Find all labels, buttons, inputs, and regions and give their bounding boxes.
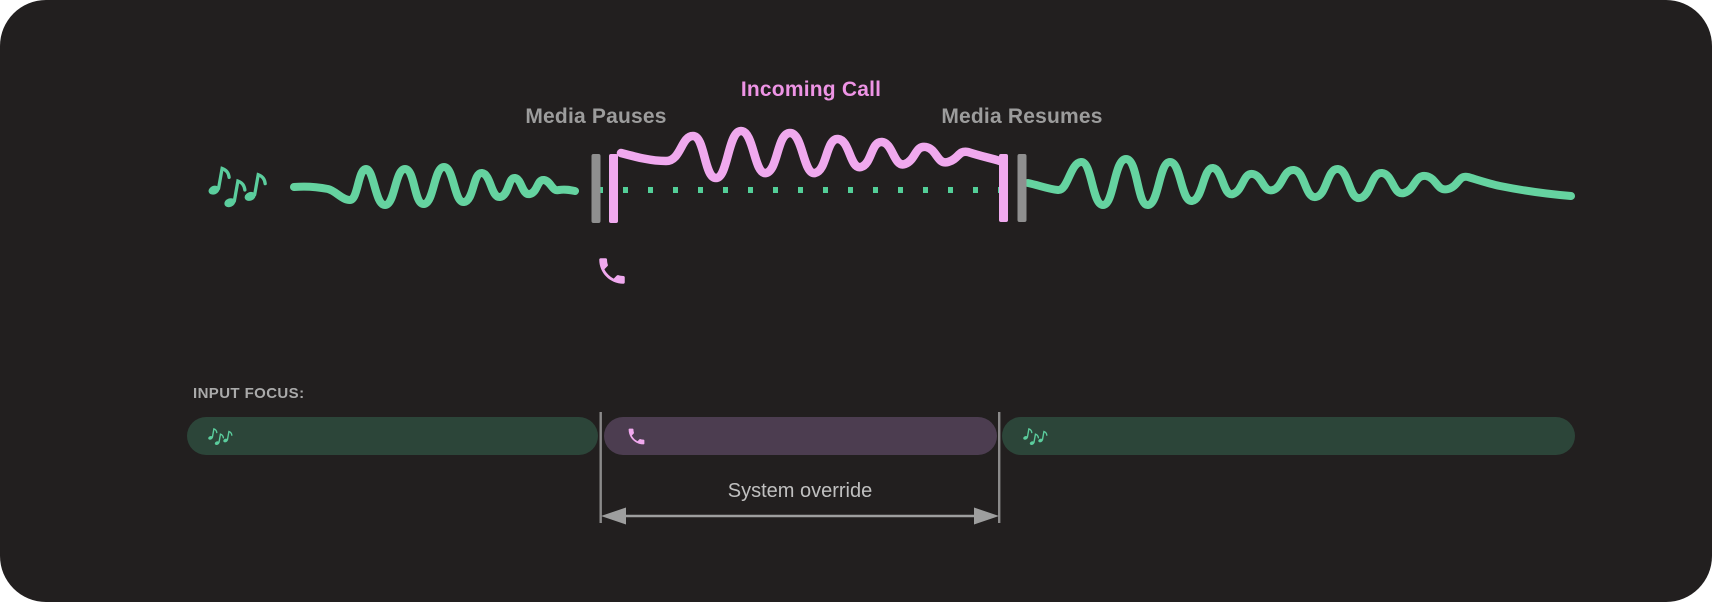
media-resumes-label: Media Resumes bbox=[872, 104, 1172, 129]
pause-marker-gray-bar bbox=[592, 154, 601, 223]
media-waveform-right bbox=[1028, 159, 1571, 205]
media-waveform-left bbox=[294, 167, 575, 205]
arrow-head-left-icon bbox=[601, 508, 626, 525]
phone-icon bbox=[626, 426, 647, 447]
focus-segment-media-before bbox=[187, 417, 598, 455]
incoming-call-label: Incoming Call bbox=[661, 77, 961, 102]
resume-marker-pink-bar bbox=[999, 154, 1008, 222]
media-pauses-label: Media Pauses bbox=[446, 104, 746, 129]
override-right-boundary-line bbox=[998, 412, 1000, 523]
phone-icon bbox=[595, 254, 629, 288]
arrow-head-right-icon bbox=[974, 508, 999, 525]
system-override-label: System override bbox=[650, 480, 950, 503]
resume-marker-gray-bar bbox=[1018, 154, 1027, 222]
override-left-boundary-line bbox=[600, 412, 602, 523]
music-notes-icon bbox=[1023, 427, 1048, 446]
music-notes-icon bbox=[208, 427, 233, 446]
focus-segment-media-after bbox=[1002, 417, 1575, 455]
input-focus-heading: INPUT FOCUS: bbox=[193, 385, 304, 402]
focus-segment-call bbox=[604, 417, 997, 455]
call-waveform bbox=[621, 131, 1000, 178]
pause-marker-pink-bar bbox=[609, 154, 618, 223]
music-notes-icon bbox=[208, 164, 268, 209]
